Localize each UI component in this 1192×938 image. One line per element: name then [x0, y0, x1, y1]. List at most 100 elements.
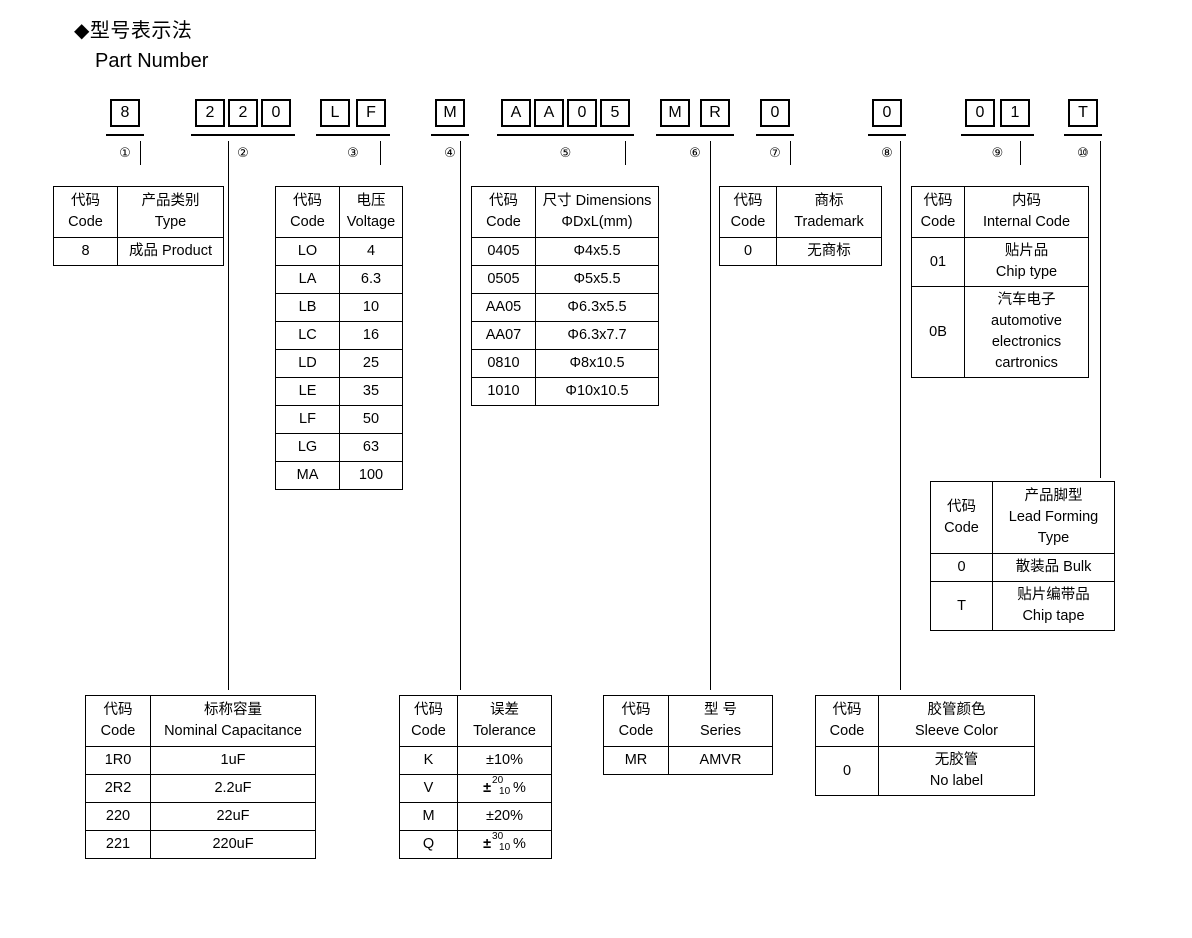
cell-value: 成品 Product [117, 237, 224, 267]
header-value: 误差 Tolerance [457, 694, 552, 748]
table-header-row: 代码 Code 电压 Voltage [275, 185, 403, 239]
header-value: 标称容量 Nominal Capacitance [150, 694, 316, 748]
part-number-char: A [534, 99, 564, 127]
cell-code: 0505 [471, 265, 536, 295]
header-code: 代码 Code [471, 185, 536, 239]
cell-value: 16 [339, 321, 403, 351]
header-code: 代码 Code [399, 694, 458, 748]
part-number-char: R [700, 99, 730, 127]
cell-value: 50 [339, 405, 403, 435]
cell-code: 0 [815, 746, 879, 797]
cell-value: 63 [339, 433, 403, 463]
cell-code: LO [275, 237, 340, 267]
cell-value: ±20% [457, 802, 552, 832]
header-value: 商标 Trademark [776, 185, 882, 239]
table-header-row: 代码 Code 内码 Internal Code [911, 185, 1089, 239]
table-header-row: 代码 Code 产品脚型 Lead Forming Type [930, 480, 1115, 555]
part-number-char: 0 [965, 99, 995, 127]
cell-value: 100 [339, 461, 403, 491]
part-number-char: 5 [600, 99, 630, 127]
cell-code: LB [275, 293, 340, 323]
group-underline [868, 134, 906, 136]
cell-value: 无商标 [776, 237, 882, 267]
table-header-row: 代码 Code 产品类别 Type [53, 185, 224, 239]
header-code: 代码 Code [815, 694, 879, 748]
cell-value: Φ8x10.5 [535, 349, 659, 379]
cell-code: M [399, 802, 458, 832]
plusminus-icon: ± [483, 780, 492, 797]
part-number-char: M [435, 99, 465, 127]
group-marker: ② [237, 145, 249, 160]
header-value: 胶管颜色 Sleeve Color [878, 694, 1035, 748]
part-number-char: 0 [872, 99, 902, 127]
table-type: 代码 Code 产品类别 Type 8 成品 Product [53, 185, 224, 267]
cell-value: 6.3 [339, 265, 403, 295]
cell-code: 0 [719, 237, 777, 267]
table-series: 代码 Code 型 号 Series MR AMVR [603, 694, 773, 776]
group-underline [106, 134, 144, 136]
table-internal-code: 代码 Code 内码 Internal Code 01 贴片品 Chip typ… [911, 185, 1089, 379]
group-underline [191, 134, 295, 136]
cell-code: Q [399, 830, 458, 860]
group-underline [497, 134, 634, 136]
cell-value: 2.2uF [150, 774, 316, 804]
cell-code: 1010 [471, 377, 536, 407]
cell-value: 220uF [150, 830, 316, 860]
header-code: 代码 Code [275, 185, 340, 239]
header-code: 代码 Code [85, 694, 151, 748]
group-marker: ⑥ [689, 145, 701, 160]
cell-code: LA [275, 265, 340, 295]
header-value: 产品脚型 Lead Forming Type [992, 480, 1115, 555]
group-marker: ⑨ [991, 145, 1004, 160]
header-value: 电压 Voltage [339, 185, 403, 239]
cell-value: Φ5x5.5 [535, 265, 659, 295]
part-number-char: 2 [228, 99, 258, 127]
cell-code: AA07 [471, 321, 536, 351]
part-number-char: 1 [1000, 99, 1030, 127]
part-number-char: L [320, 99, 350, 127]
cell-value: 无胶管 No label [878, 746, 1035, 797]
table-sleeve-color: 代码 Code 胶管颜色 Sleeve Color 0 无胶管 No label [815, 694, 1035, 797]
header-value: 产品类别 Type [117, 185, 224, 239]
cell-code: 0B [911, 286, 965, 379]
cell-code: V [399, 774, 458, 804]
cell-value: 25 [339, 349, 403, 379]
header-code: 代码 Code [930, 480, 993, 555]
group-underline [656, 134, 734, 136]
cell-code: MR [603, 746, 669, 776]
part-number-char: F [356, 99, 386, 127]
cell-code: AA05 [471, 293, 536, 323]
cell-code: LF [275, 405, 340, 435]
table-header-row: 代码 Code 误差 Tolerance [399, 694, 552, 748]
group-marker: ③ [347, 145, 359, 160]
cell-value: 汽车电子 automotive electronics cartronics [964, 286, 1089, 379]
table-lead-forming-type: 代码 Code 产品脚型 Lead Forming Type 0 散装品 Bul… [930, 480, 1115, 632]
group-marker: ⑦ [769, 145, 781, 160]
bullet-icon: ◆ [74, 20, 90, 42]
table-header-row: 代码 Code 标称容量 Nominal Capacitance [85, 694, 316, 748]
cell-value: AMVR [668, 746, 773, 776]
table-header-row: 代码 Code 尺寸 Dimensions ΦDxL(mm) [471, 185, 659, 239]
connector-line-short [625, 141, 626, 165]
connector-line-long [228, 141, 229, 690]
cell-code: 1R0 [85, 746, 151, 776]
cell-value: 22uF [150, 802, 316, 832]
connector-line-short [140, 141, 141, 165]
part-number-char: A [501, 99, 531, 127]
cell-code: 0810 [471, 349, 536, 379]
